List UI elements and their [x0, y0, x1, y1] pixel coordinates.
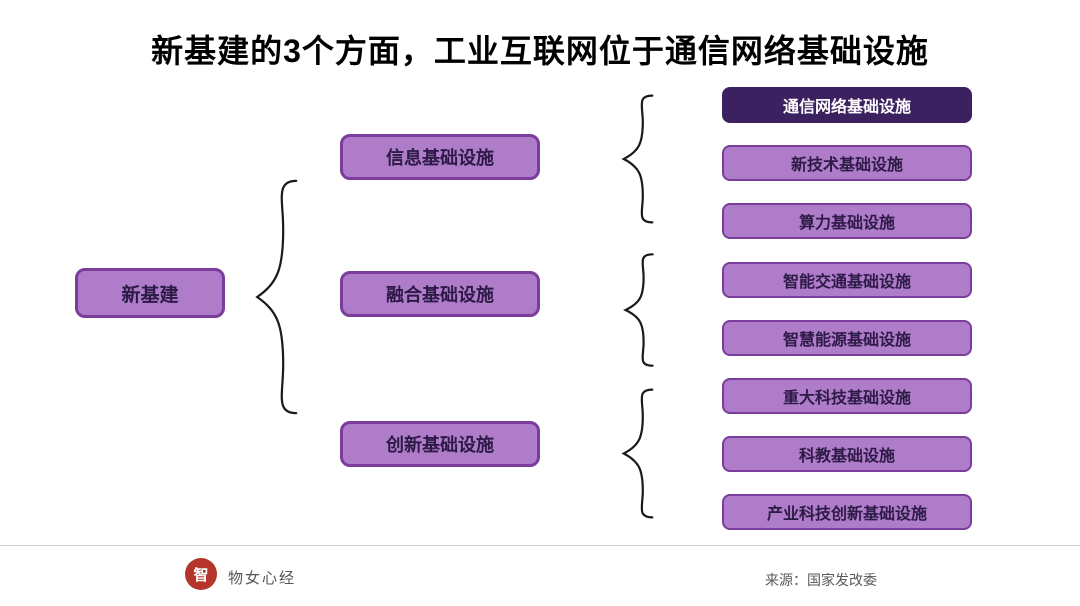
- leaf-science-education: 科教基础设施: [722, 436, 972, 472]
- brand-name: 物女心经: [228, 570, 297, 587]
- root-node: 新基建: [75, 268, 225, 318]
- leaf-major-science-tech: 重大科技基础设施: [722, 378, 972, 414]
- curly-brace-root: [252, 176, 304, 418]
- brand-logo: 智: [185, 558, 217, 590]
- source-text: 来源：国家发改委: [765, 572, 877, 588]
- leaf-intelligent-transport: 智能交通基础设施: [722, 262, 972, 298]
- curly-brace-group-1: [620, 93, 658, 225]
- footer-divider: [0, 545, 1080, 546]
- leaf-computing-power: 算力基础设施: [722, 203, 972, 239]
- page-title: 新基建的3个方面，工业互联网位于通信网络基础设施: [151, 33, 929, 69]
- leaf-new-technology: 新技术基础设施: [722, 145, 972, 181]
- curly-brace-group-3: [620, 387, 658, 520]
- brand-logo-glyph: 智: [193, 566, 209, 584]
- node-innovation-infra: 创新基础设施: [340, 421, 540, 467]
- leaf-smart-energy: 智慧能源基础设施: [722, 320, 972, 356]
- leaf-communication-network: 通信网络基础设施: [722, 87, 972, 123]
- curly-brace-group-2: [622, 252, 658, 368]
- leaf-industrial-innovation: 产业科技创新基础设施: [722, 494, 972, 530]
- node-fusion-infra: 融合基础设施: [340, 271, 540, 317]
- node-information-infra: 信息基础设施: [340, 134, 540, 180]
